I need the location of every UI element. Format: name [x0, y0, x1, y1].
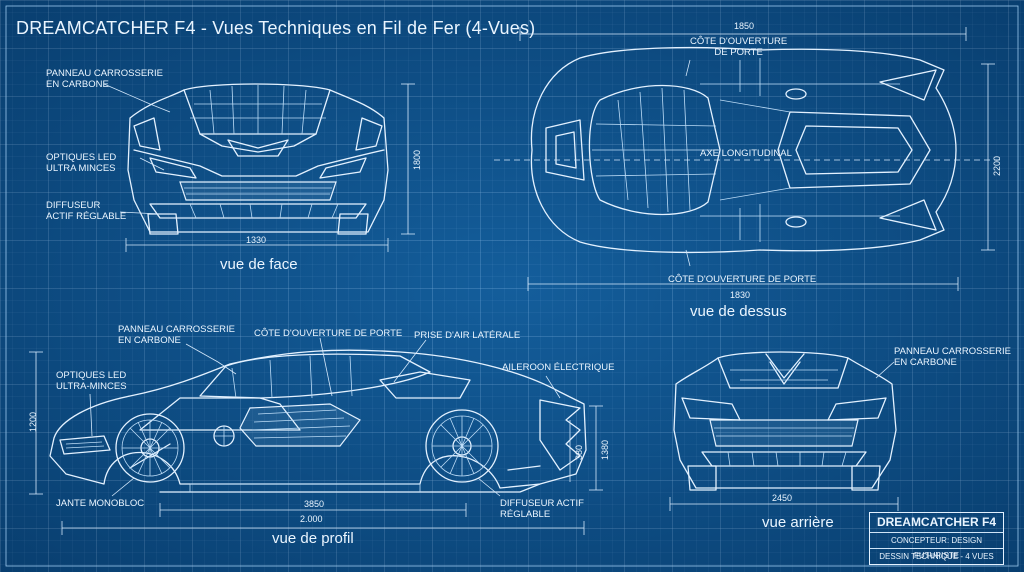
- rear-view-drawing: [673, 351, 897, 491]
- top-annotation-door-2: CÔTE D'OUVERTURE DE PORTE: [668, 274, 817, 285]
- front-annotation-carbon: PANNEAU CARROSSERIE EN CARBONE: [46, 68, 164, 90]
- front-view-label: vue de face: [220, 256, 298, 273]
- top-view-drawing: [494, 46, 1000, 254]
- top-annotation-axis: AXE LONGITUDINAL: [700, 148, 792, 159]
- side-dimensions: [29, 351, 603, 535]
- side-annotation-carbon: PANNEAU CARROSSERIE EN CARBONE: [118, 324, 236, 346]
- side-leaders: [89, 337, 561, 497]
- rear-leaders: [875, 361, 895, 379]
- sheet-border: [5, 5, 1019, 567]
- top-view-label: vue de dessus: [690, 303, 787, 320]
- side-dim-inner: 380: [574, 444, 584, 460]
- front-view-drawing: [127, 83, 389, 235]
- rear-dim-width: 2450: [772, 493, 793, 503]
- side-view-label: vue de profil: [272, 530, 354, 547]
- title-block-designer: CONCEPTEUR: DESIGN FUTURISTE: [870, 533, 1003, 560]
- top-annotation-door-1: CÔTE D'OUVERTURE DE PORTE: [690, 36, 788, 58]
- side-dim-left: 1200: [28, 411, 38, 432]
- front-leaders: [103, 83, 171, 215]
- front-annotation-diffuser: DIFFUSEUR ACTIF RÉGLABLE: [46, 200, 127, 222]
- side-annotation-led: OPTIQUES LED ULTRA-MINCES: [56, 370, 127, 392]
- title-block-name: DREAMCATCHER F4: [870, 513, 1003, 533]
- side-dim-wheelbase: 3850: [304, 499, 325, 509]
- side-annotation-diffuser: DIFFUSEUR ACTIF RÉGLABLE: [500, 498, 584, 520]
- title-block: DREAMCATCHER F4 CONCEPTEUR: DESIGN FUTUR…: [869, 512, 1004, 565]
- page-title: DREAMCATCHER F4 - Vues Techniques en Fil…: [16, 18, 536, 38]
- front-dimensions: [125, 83, 415, 252]
- side-dim-total: 2.000: [300, 514, 323, 524]
- side-view-drawing: [49, 349, 587, 493]
- rear-annotation-carbon: PANNEAU CARROSSERIE EN CARBONE: [894, 346, 1012, 368]
- front-dim-height: 1800: [412, 149, 422, 170]
- front-annotation-led: OPTIQUES LED ULTRA MINCES: [46, 152, 117, 174]
- rear-view-label: vue arrière: [762, 514, 834, 531]
- top-dim-bottom: 1830: [730, 290, 751, 300]
- top-dim-height: 2200: [992, 155, 1002, 176]
- side-annotation-wheel: JANTE MONOBLOC: [56, 498, 145, 509]
- side-annotation-intake: PRISE D'AIR LATÉRALE: [414, 330, 521, 341]
- title-block-sheet: DESSIN TECHNIQUE - 4 VUES: [879, 552, 994, 561]
- front-dim-width: 1330: [246, 235, 267, 245]
- side-dim-right: 1380: [600, 439, 610, 460]
- side-annotation-spoiler: AILEROON ÉLECTRIQUE: [502, 362, 615, 373]
- top-dimensions: [519, 27, 995, 291]
- top-leaders: [685, 59, 691, 267]
- side-annotation-door: CÔTE D'OUVERTURE DE PORTE: [254, 328, 403, 339]
- top-dim-top: 1850: [734, 21, 755, 31]
- rear-dimensions: [669, 497, 899, 511]
